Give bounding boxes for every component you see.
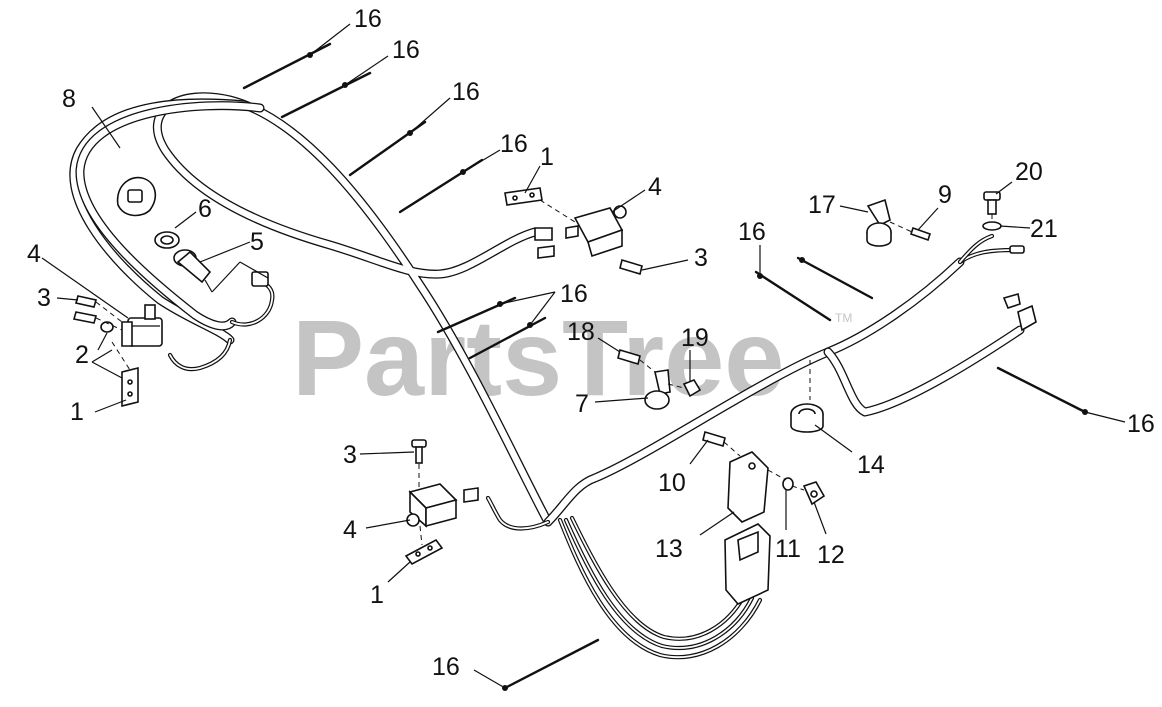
switch-part-4-lower — [406, 483, 479, 528]
switch-part-4-upper — [565, 205, 627, 258]
bracket-part-1-upper — [504, 187, 543, 206]
callout-4: 4 — [27, 240, 41, 268]
callout-16: 16 — [560, 280, 588, 308]
callout-13: 13 — [655, 535, 683, 563]
callout-3: 3 — [343, 441, 357, 469]
ignition-switch — [116, 176, 157, 217]
callout-16: 16 — [354, 5, 382, 33]
bracket-part-1-lower — [404, 538, 444, 566]
upper-connector — [534, 227, 555, 259]
callout-5: 5 — [250, 228, 264, 256]
watermark: PartsTree — [292, 297, 784, 418]
main-harness — [69, 92, 1025, 527]
clamp-part-17 — [866, 198, 892, 247]
callout-12: 12 — [817, 541, 845, 569]
nut-part-12 — [802, 481, 826, 506]
callout-11: 11 — [775, 535, 801, 563]
callout-8: 8 — [62, 85, 76, 113]
clamp-part-7 — [644, 369, 671, 410]
callout-19: 19 — [681, 324, 709, 352]
callout-1: 1 — [70, 398, 84, 426]
screw-part-3-lower — [411, 439, 427, 464]
callout-21: 21 — [1030, 215, 1058, 243]
screw-part-9 — [909, 226, 932, 242]
bracket-part-1-left — [121, 366, 139, 408]
callout-10: 10 — [658, 469, 686, 497]
callout-6: 6 — [198, 195, 212, 223]
bolt-part-10 — [702, 430, 726, 448]
screw-part-18 — [617, 348, 641, 366]
callout-16: 16 — [392, 36, 420, 64]
callout-labels: 16 16 16 16 1 4 3 8 6 5 4 3 2 1 16 18 19… — [27, 5, 1155, 681]
watermark-trademark: TM — [835, 311, 852, 325]
callout-20: 20 — [1015, 158, 1043, 186]
callout-18: 18 — [567, 318, 595, 346]
washer-part-21 — [982, 221, 1002, 231]
callout-3: 3 — [37, 284, 51, 312]
washer-part-2 — [100, 321, 114, 333]
switch-part-4-left — [121, 304, 163, 347]
washer-part-11 — [782, 477, 794, 491]
callout-16: 16 — [500, 130, 528, 158]
relay-part-13 — [724, 451, 771, 605]
callout-14: 14 — [857, 451, 885, 479]
assembly-lines — [95, 199, 993, 546]
nut-part-19 — [682, 379, 702, 398]
callout-17: 17 — [808, 191, 836, 219]
callout-2: 2 — [75, 341, 89, 369]
bolt-part-20 — [983, 191, 1001, 215]
callout-16: 16 — [432, 653, 460, 681]
ground-lead — [957, 233, 1025, 265]
screw-part-3-upper — [619, 258, 643, 276]
callout-1: 1 — [370, 581, 384, 609]
right-connector — [1002, 292, 1037, 332]
callout-1: 1 — [540, 143, 554, 171]
screws-part-3-left — [72, 295, 98, 324]
grommet-part-6 — [154, 231, 180, 249]
callout-16: 16 — [452, 78, 480, 106]
branch-to-lower-switch — [485, 495, 551, 531]
callout-4: 4 — [343, 516, 357, 544]
callout-16: 16 — [738, 218, 766, 246]
callout-3: 3 — [694, 244, 708, 272]
callout-9: 9 — [938, 181, 952, 209]
leader-lines — [41, 23, 1126, 689]
callout-7: 7 — [575, 390, 589, 418]
grommet-part-14 — [790, 403, 824, 433]
key-switch-part-5 — [173, 249, 269, 293]
callout-4: 4 — [648, 173, 662, 201]
callout-16: 16 — [1127, 410, 1155, 438]
lower-wire-bundle — [557, 515, 763, 660]
